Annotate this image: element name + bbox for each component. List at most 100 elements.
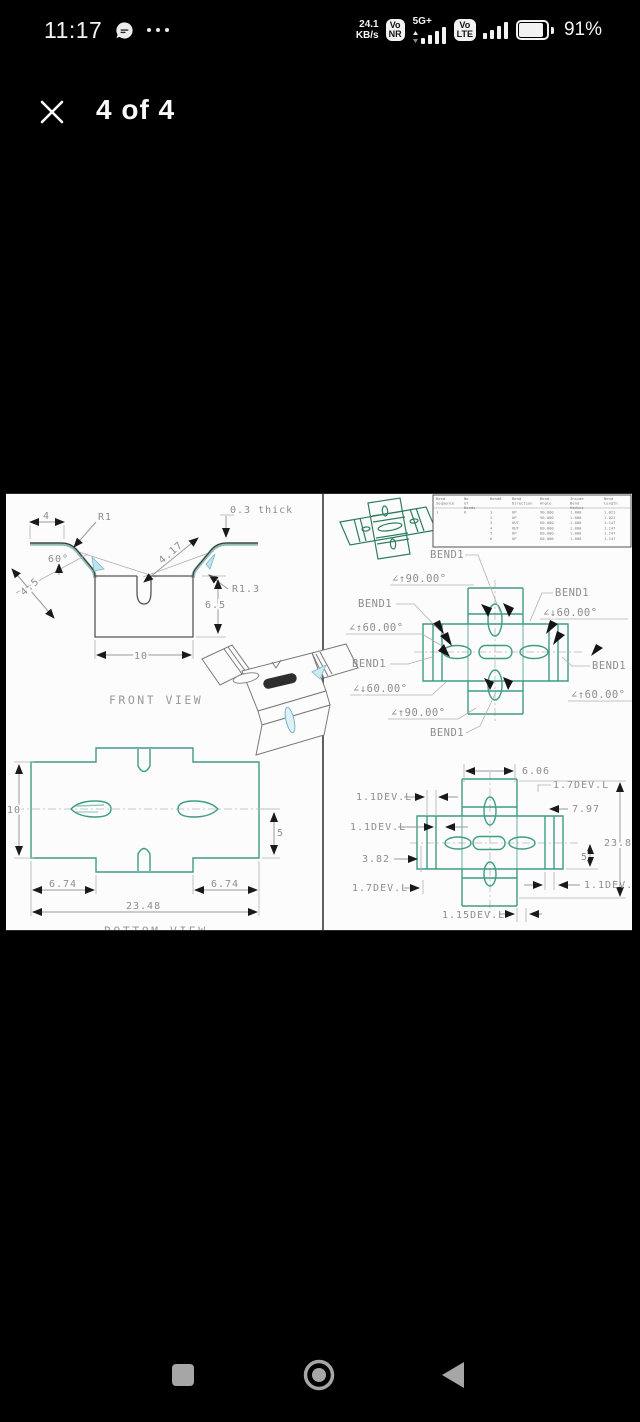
bend-angle-right: ∠↑60.00° (571, 689, 626, 701)
image-viewer-header: 4 of 4 (0, 94, 640, 136)
bv-dim-674-right: 6.74 (211, 879, 239, 890)
bend-table-cell: UP (512, 510, 517, 515)
dv-dim-17-top: 1.7DEV.L (553, 780, 609, 791)
bend-table-cell: 1.000 (570, 510, 582, 515)
bend-table-cell: Bends (464, 505, 475, 510)
dim-flange: 4 (43, 511, 50, 522)
bv-dim-5: 5 (277, 828, 284, 839)
bend-table-cell: 2 (490, 515, 492, 520)
bend-table-cell: 1.021 (604, 515, 616, 520)
dv-dim-11-right: 1.1DEV.L (584, 880, 632, 891)
bend-table-cell: Direction (512, 500, 533, 505)
bend-table-cell: 90.000 (540, 510, 554, 515)
speed-unit: KB/s (355, 30, 379, 41)
speed-value: 24.1 (359, 19, 379, 30)
bend-table-cell: 60.000 (540, 531, 554, 536)
dv-dim-797: 7.97 (572, 804, 600, 815)
cad-drawing-image[interactable]: 4 R1 0.3 thick 60° 4.5 4.17 R1.3 6.5 (6, 493, 632, 931)
bend-angle-top-right: ∠↓60.00° (543, 607, 598, 619)
dim-417: 4.17 (157, 540, 186, 566)
bend-table-cell: 1.147 (604, 536, 615, 541)
bend-table-cell: 1.147 (604, 525, 615, 530)
bend-label-left: BEND1 (358, 598, 392, 610)
bottom-view: 10 5 6.74 6.74 23.48 BOTTOM VIEW (6, 747, 285, 930)
android-nav-bar (172, 1359, 464, 1391)
bend-table-cell: 90.000 (540, 515, 554, 520)
bend-table-cell: 3 (490, 520, 492, 525)
network-type-label: 5G+ (412, 15, 432, 27)
bend-table-cell: 1 (490, 510, 493, 515)
dim-thickness: 0.3 thick (230, 505, 293, 516)
back-button[interactable] (442, 1362, 464, 1388)
bend-angle-left: ∠↑60.00° (349, 622, 404, 634)
bend-table-cell: Bend (512, 496, 521, 501)
bend-table-cell: No (464, 496, 469, 501)
bend-table-cell: of (464, 500, 469, 505)
bend-table-cell: 1.000 (570, 520, 582, 525)
dv-dim-17-bottom: 1.7DEV.L (352, 883, 408, 894)
bend-table-cell: 1.000 (570, 515, 582, 520)
volte-badge: Vo LTE (453, 19, 476, 41)
dim-r1: R1 (98, 512, 112, 523)
bend-table-cell: 1 (436, 510, 439, 515)
dim-r13: R1.3 (232, 584, 260, 595)
vonr-badge: Vo NR (385, 19, 405, 41)
bend-table-cell: Bend (436, 496, 445, 501)
bv-dim-674-left: 6.74 (49, 879, 77, 890)
dim-45: 4.5 (19, 576, 42, 598)
recents-button[interactable] (172, 1364, 194, 1386)
data-activity-icon (412, 30, 418, 43)
bend-table-cell: 1.000 (570, 536, 582, 541)
bend-table-cell: 60.000 (540, 536, 554, 541)
bend-table-cell: Sequence (436, 500, 455, 505)
dv-dim-382: 3.82 (362, 854, 390, 865)
bend-table-cell: 6 (490, 536, 493, 541)
isometric-view (201, 643, 359, 756)
bend-table-cell: UP (512, 531, 517, 536)
bend-table-cell: Inside (570, 496, 584, 501)
bend-table-content: BendSequenceNoofBendsBend#BendDirectionB… (436, 496, 618, 541)
signal-bars-icon (420, 26, 446, 44)
battery-icon (515, 20, 554, 40)
bend-table-cell: 60.000 (540, 525, 554, 530)
bend-table-cell: Angle (540, 500, 552, 505)
bv-dim-height: 10 (7, 805, 21, 816)
dv-dim-115: 1.15DEV.L (442, 910, 505, 921)
bend-label-bottom: BEND1 (430, 727, 464, 739)
dv-dim-11-a: 1.1DEV.L (356, 792, 412, 803)
bend-table-cell: Bend (570, 500, 579, 505)
home-button[interactable] (303, 1359, 335, 1391)
bend-label-lower-left: BEND1 (352, 658, 386, 670)
bottom-view-title: BOTTOM VIEW (104, 924, 208, 930)
dim-width: 10 (134, 651, 148, 662)
bend-table-cell: OUT (512, 520, 520, 525)
bend-table-cell: 1.147 (604, 531, 615, 536)
bv-dim-width: 23.48 (126, 901, 161, 912)
close-icon[interactable] (38, 98, 66, 126)
bend-table-cell: 5 (490, 531, 492, 536)
dev-length-view: 6.06 1.7DEV.L 7.97 1.1DEV.L 1.1DEV.L 3.8… (350, 764, 632, 922)
bend-table-cell: UP (512, 536, 517, 541)
bend-table-cell: Bend (604, 496, 613, 501)
bend-table: BendSequenceNoofBendsBend#BendDirectionB… (432, 494, 632, 548)
bend-table-cell: Bend (540, 496, 549, 501)
dv-dim-606: 6.06 (522, 766, 550, 777)
cad-drawing: 4 R1 0.3 thick 60° 4.5 4.17 R1.3 6.5 (6, 494, 632, 930)
bend-table-cell: Radius (570, 505, 584, 510)
network-speed: 24.1 KB/s (356, 19, 379, 41)
more-notifications-icon (147, 28, 170, 32)
bend-angle-top: ∠↑90.00° (392, 573, 447, 585)
dv-dim-11-b: 1.1DEV.L (350, 822, 406, 833)
bend-table-cell: 60.000 (540, 520, 554, 525)
bend-angle-bottom: ∠↑90.00° (391, 707, 446, 719)
bend-table-cell: 1.000 (570, 531, 582, 536)
dv-dim-238: 23.8 (604, 838, 632, 849)
flat-pattern-iso (339, 497, 437, 560)
battery-percent: 91% (563, 19, 602, 40)
flat-pattern-view: BEND1 ∠↑90.00° BEND1 ∠↓60.00° BEND1 ∠↑60… (346, 549, 632, 739)
dv-dim-5: 5 (581, 852, 588, 863)
bend-table-cell: Length (604, 500, 618, 505)
front-view-title: FRONT VIEW (109, 693, 203, 707)
bend-label-top: BEND1 (430, 549, 464, 561)
